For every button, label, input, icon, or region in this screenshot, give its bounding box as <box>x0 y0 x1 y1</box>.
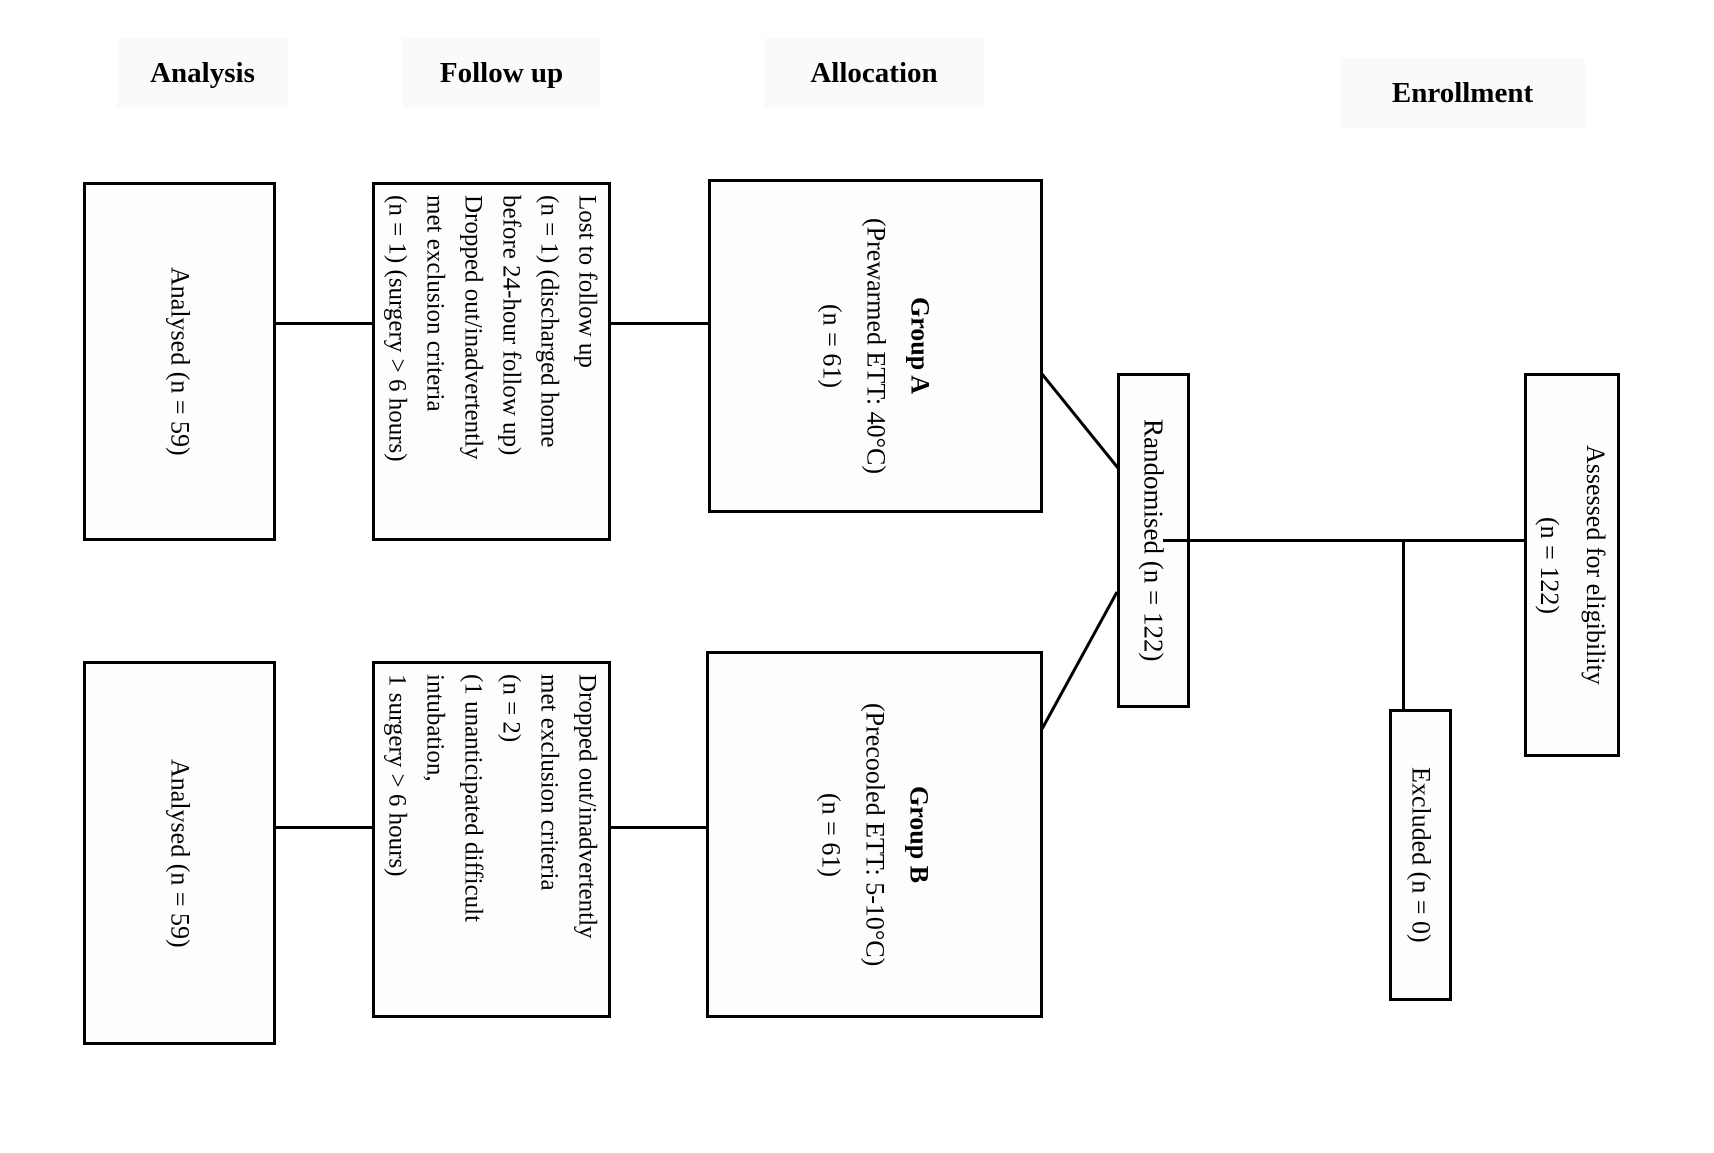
box-followup-top-line: (n = 1) (surgery > 6 hours) <box>383 195 411 462</box>
box-analysed-top-text: Analysed (n = 59) <box>159 267 201 456</box>
box-excluded: Excluded (n = 0) <box>1389 709 1452 1001</box>
box-group-b-line: (Precooled ETT: 5-10°C) <box>860 702 890 967</box>
box-group-a: Group A (Prewarmed ETT: 40°C) (n = 61) <box>708 179 1043 513</box>
box-followup-bottom-line: met exclusion criteria <box>535 674 563 891</box>
box-followup-top-line: before 24-hour follow up) <box>497 195 525 456</box>
box-followup-bottom-line: 1 surgery > 6 hours) <box>383 674 411 877</box>
column-header-analysis-label: Analysis <box>150 56 255 89</box>
box-analysed-bottom-text: Analysed (n = 59) <box>159 759 201 948</box>
box-group-b-title: Group B <box>904 785 934 884</box>
box-group-b-line: (n = 61) <box>816 792 846 877</box>
connector-group-a-to-randomised <box>1040 373 1120 469</box>
box-group-a-title: Group A <box>905 297 935 395</box>
connector-analysed-bottom-to-followup-bottom <box>273 826 375 829</box>
box-followup-top-line: (n = 1) (discharged home <box>535 195 563 448</box>
column-header-analysis: Analysis <box>117 38 288 108</box>
box-group-b-text: Group B (Precooled ETT: 5-10°C) (n = 61) <box>809 703 941 966</box>
column-header-allocation-label: Allocation <box>810 56 938 89</box>
box-followup-top-line: Dropped out/inadvertently <box>459 195 487 460</box>
box-followup-bottom: Dropped out/inadvertently met exclusion … <box>372 661 611 1018</box>
column-header-follow-up: Follow up <box>403 38 600 108</box>
box-analysed-top-line: Analysed (n = 59) <box>165 267 195 456</box>
connector-analysed-top-to-followup-top <box>273 322 375 325</box>
box-followup-top: Lost to follow up (n = 1) (discharged ho… <box>372 182 611 541</box>
box-assessed-text: Assessed for eligibility (n = 122) <box>1526 445 1618 685</box>
box-analysed-bottom: Analysed (n = 59) <box>83 661 276 1045</box>
box-followup-top-line: Lost to follow up <box>573 195 601 368</box>
connector-down-to-excluded <box>1402 540 1405 712</box>
box-followup-bottom-line: intubation, <box>421 674 449 782</box>
box-followup-bottom-line: (1 unanticipated difficult <box>459 674 487 923</box>
box-group-b: Group B (Precooled ETT: 5-10°C) (n = 61) <box>706 651 1043 1018</box>
box-followup-top-line: met exclusion criteria <box>421 195 449 412</box>
box-followup-bottom-line: Dropped out/inadvertently <box>573 674 601 939</box>
box-followup-bottom-text: Dropped out/inadvertently met exclusion … <box>378 664 606 1015</box>
column-header-enrollment-label: Enrollment <box>1391 76 1534 109</box>
column-header-enrollment: Enrollment <box>1340 58 1585 128</box>
column-header-allocation: Allocation <box>764 38 984 108</box>
box-assessed-line: Assessed for eligibility <box>1581 445 1610 685</box>
box-group-a-line: (n = 61) <box>817 304 847 388</box>
box-followup-bottom-line: (n = 2) <box>497 674 525 743</box>
connector-followup-top-to-group-a <box>608 322 711 325</box>
box-excluded-text: Excluded (n = 0) <box>1400 767 1442 943</box>
box-analysed-top: Analysed (n = 59) <box>83 182 276 541</box>
connector-randomised-to-group-b <box>1040 591 1119 730</box>
column-header-follow-up-label: Follow up <box>439 56 564 89</box>
connector-followup-bottom-to-group-b <box>608 826 709 829</box>
box-assessed-line: (n = 122) <box>1535 516 1564 614</box>
box-analysed-bottom-line: Analysed (n = 59) <box>165 758 195 948</box>
box-assessed-for-eligibility: Assessed for eligibility (n = 122) <box>1524 373 1620 757</box>
box-group-a-line: (Prewarmed ETT: 40°C) <box>861 217 891 475</box>
box-excluded-line: Excluded (n = 0) <box>1406 767 1436 943</box>
connector-randomised-to-assessed <box>1163 539 1527 542</box>
box-group-a-text: Group A (Prewarmed ETT: 40°C) (n = 61) <box>810 218 942 474</box>
box-followup-top-text: Lost to follow up (n = 1) (discharged ho… <box>378 185 606 538</box>
